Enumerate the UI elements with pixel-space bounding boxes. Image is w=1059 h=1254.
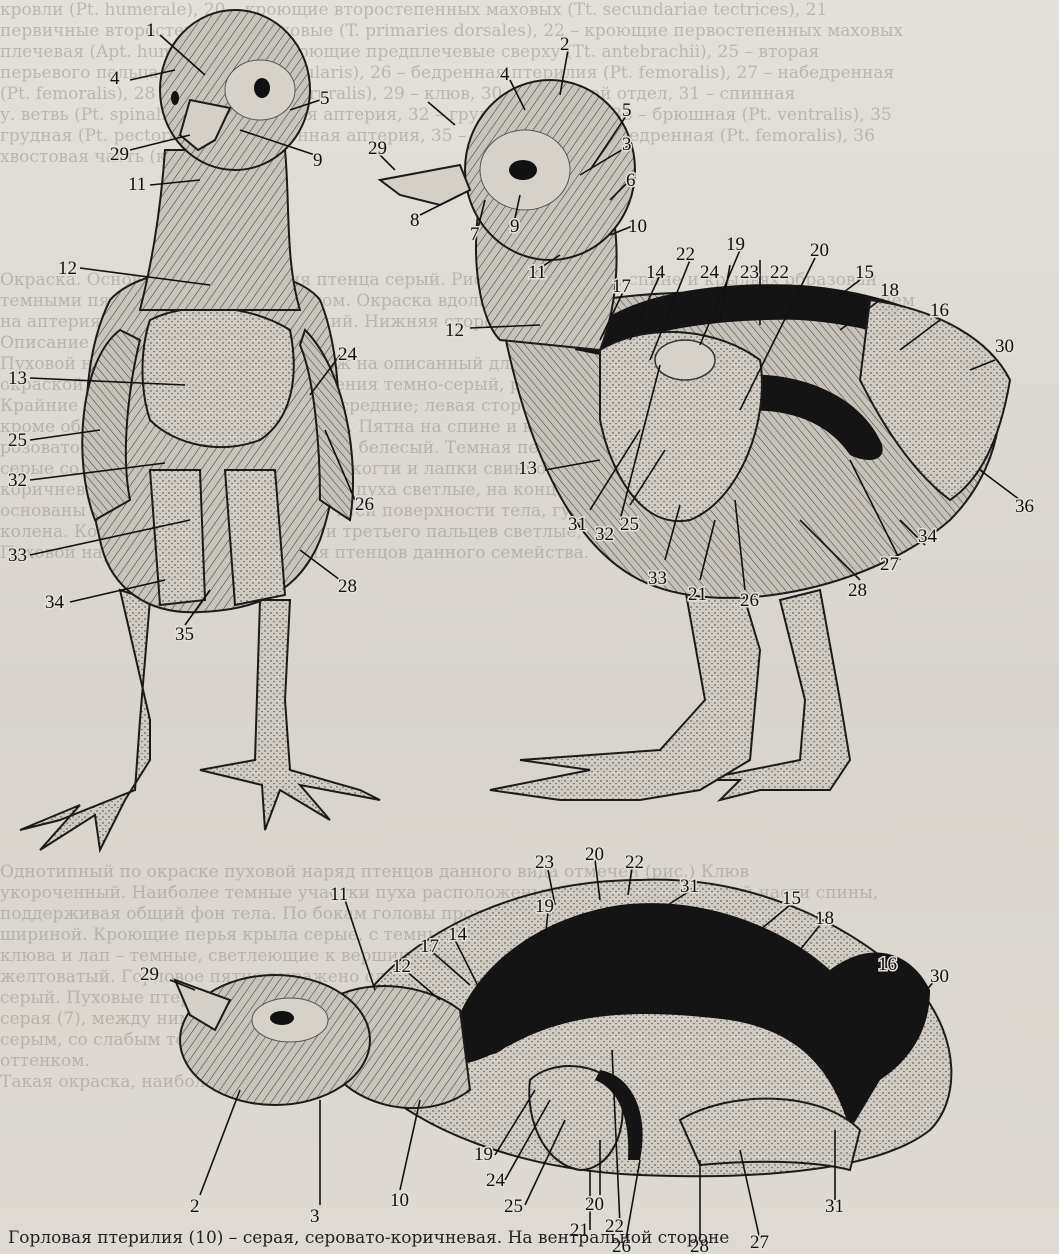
label-side-27: 27 bbox=[880, 554, 899, 575]
label-front-25: 25 bbox=[8, 430, 27, 451]
label-front-1: 1 bbox=[146, 20, 156, 41]
label-side-21: 21 bbox=[688, 584, 707, 605]
front-nostril bbox=[171, 91, 179, 105]
label-side-28: 28 bbox=[848, 580, 867, 601]
label-bottom-18: 18 bbox=[815, 908, 834, 929]
label-bottom-23: 23 bbox=[535, 852, 554, 873]
label-side-24: 24 bbox=[700, 262, 720, 283]
label-bottom-20b: 20 bbox=[585, 1194, 604, 1215]
label-bottom-31b: 31 bbox=[825, 1196, 844, 1217]
label-bottom-14: 14 bbox=[448, 924, 468, 945]
label-side-17: 17 bbox=[612, 276, 631, 297]
label-bottom-11: 11 bbox=[330, 884, 348, 905]
label-bottom-2: 2 bbox=[190, 1196, 200, 1217]
label-side-30: 30 bbox=[995, 336, 1014, 357]
label-bottom-12: 12 bbox=[392, 956, 411, 977]
label-side-22a: 22 bbox=[676, 244, 695, 265]
label-front-4: 4 bbox=[110, 68, 120, 89]
label-front-28: 28 bbox=[338, 576, 357, 597]
label-bottom-16: 16 bbox=[878, 954, 897, 975]
label-side-29: 29 bbox=[368, 138, 387, 159]
front-eye bbox=[254, 78, 270, 98]
page-last-line: Горловая птерилия (10) – серая, серовато… bbox=[8, 1228, 1048, 1248]
label-side-12: 12 bbox=[445, 320, 464, 341]
label-front-24: 24 bbox=[338, 344, 358, 365]
label-bottom-24: 24 bbox=[486, 1170, 506, 1191]
label-side-7: 7 bbox=[470, 224, 480, 245]
label-front-5: 5 bbox=[320, 88, 330, 109]
label-front-13: 13 bbox=[8, 368, 27, 389]
label-side-31: 31 bbox=[568, 514, 587, 535]
label-front-32: 32 bbox=[8, 470, 27, 491]
label-front-11: 11 bbox=[128, 174, 146, 195]
label-bottom-31a: 31 bbox=[680, 876, 699, 897]
side-eye bbox=[509, 160, 537, 180]
label-front-35: 35 bbox=[175, 624, 194, 645]
label-bottom-19b: 19 bbox=[474, 1144, 493, 1165]
label-side-16: 16 bbox=[930, 300, 949, 321]
front-neck bbox=[140, 150, 300, 310]
label-side-2: 2 bbox=[560, 34, 570, 55]
label-side-33: 33 bbox=[648, 568, 667, 589]
label-side-32: 32 bbox=[595, 524, 614, 545]
label-side-15: 15 bbox=[855, 262, 874, 283]
front-right-leg bbox=[200, 600, 380, 830]
side-wing-apterium bbox=[655, 340, 715, 380]
label-side-9: 9 bbox=[510, 216, 520, 237]
label-side-34: 34 bbox=[918, 526, 938, 547]
label-side-3: 3 bbox=[622, 134, 632, 155]
label-front-34: 34 bbox=[45, 592, 65, 613]
label-front-26: 26 bbox=[355, 494, 374, 515]
label-bottom-3: 3 bbox=[310, 1206, 320, 1227]
label-front-29: 29 bbox=[110, 144, 129, 165]
label-side-20: 20 bbox=[810, 240, 829, 261]
label-side-22b: 22 bbox=[770, 262, 789, 283]
label-side-10: 10 bbox=[628, 216, 647, 237]
label-side-23: 23 bbox=[740, 262, 759, 283]
label-side-8: 8 bbox=[410, 210, 420, 231]
label-bottom-10: 10 bbox=[390, 1190, 409, 1211]
label-side-25: 25 bbox=[620, 514, 639, 535]
label-front-9: 9 bbox=[313, 150, 323, 171]
front-breast-patch bbox=[143, 308, 294, 447]
label-side-11: 11 bbox=[528, 262, 546, 283]
label-front-12: 12 bbox=[58, 258, 77, 279]
side-beak bbox=[380, 165, 470, 205]
label-side-36: 36 bbox=[1015, 496, 1034, 517]
label-bottom-22a: 22 bbox=[625, 852, 644, 873]
label-bottom-19a: 19 bbox=[535, 896, 554, 917]
label-side-18: 18 bbox=[880, 280, 899, 301]
label-bottom-29: 29 bbox=[140, 964, 159, 985]
label-bottom-20a: 20 bbox=[585, 844, 604, 865]
label-side-13: 13 bbox=[518, 458, 537, 479]
label-side-19: 19 bbox=[726, 234, 745, 255]
label-side-26: 26 bbox=[740, 590, 759, 611]
label-side-4: 4 bbox=[500, 64, 510, 85]
label-bottom-30: 30 bbox=[930, 966, 949, 987]
label-side-5: 5 bbox=[622, 100, 632, 121]
chick-front-view bbox=[20, 10, 380, 850]
front-left-leg bbox=[20, 590, 150, 850]
label-bottom-15: 15 bbox=[782, 888, 801, 909]
label-bottom-17: 17 bbox=[420, 936, 439, 957]
label-bottom-25: 25 bbox=[504, 1196, 523, 1217]
label-side-6: 6 bbox=[626, 170, 636, 191]
label-front-33: 33 bbox=[8, 545, 27, 566]
label-side-14: 14 bbox=[646, 262, 666, 283]
bottom-eye bbox=[270, 1011, 294, 1025]
chick-side-view bbox=[380, 80, 1010, 800]
